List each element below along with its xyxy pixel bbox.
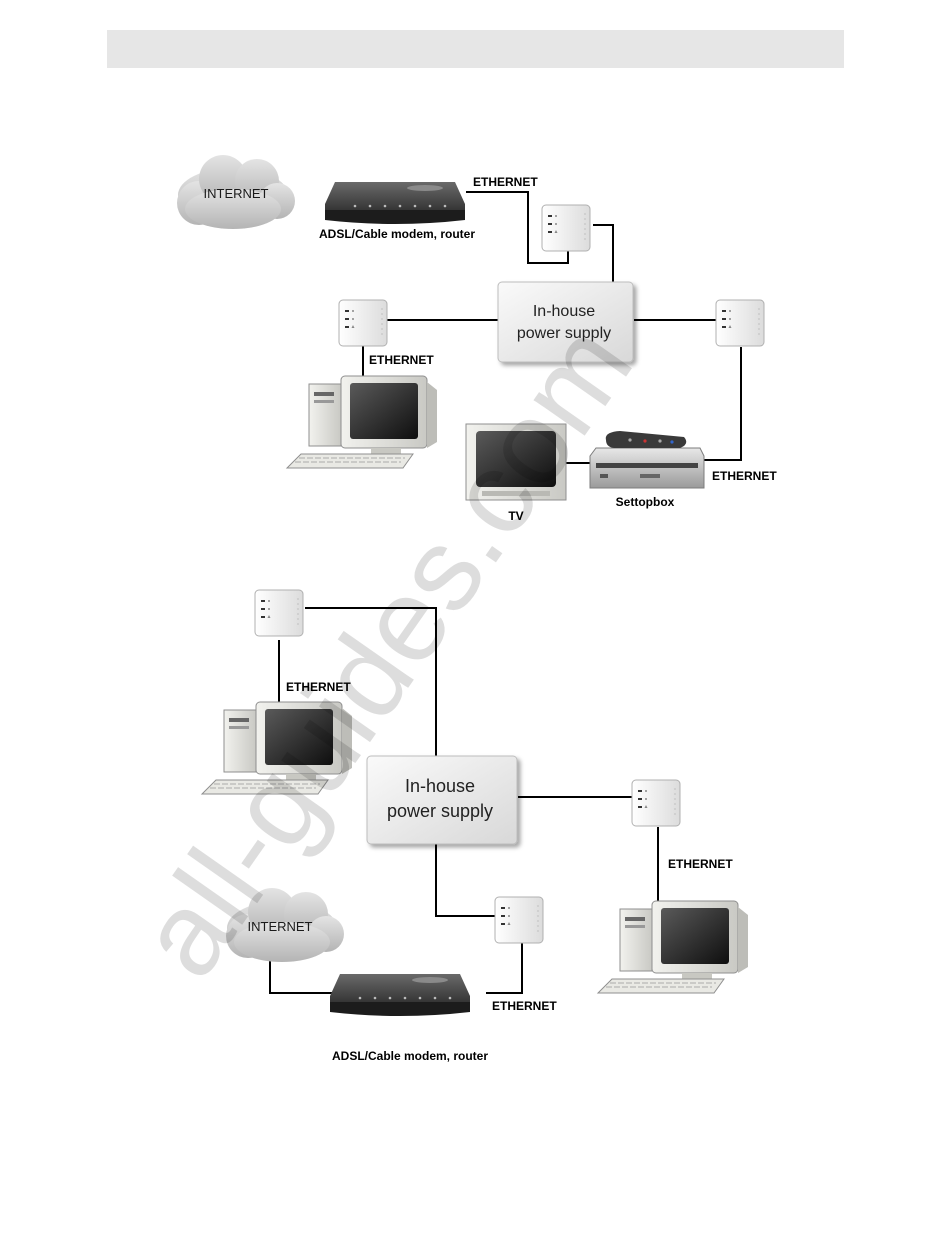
powerline-adapter-right-pc	[632, 780, 680, 826]
psu-box-2: In-house power supply	[367, 756, 517, 844]
powerline-adapter-left-pc	[255, 590, 303, 636]
cable-plug-to-psu	[593, 225, 613, 284]
powerline-adapter-modem-2	[495, 897, 543, 943]
modem-router	[325, 182, 465, 224]
cable-plug-to-stb	[704, 347, 741, 460]
internet-cloud: INTERNET	[177, 155, 295, 229]
psu2-label-line1: In-house	[405, 776, 475, 796]
cable-plug-to-modem	[486, 942, 522, 993]
settopbox-label: Settopbox	[616, 495, 675, 509]
ethernet-label-modem-2: ETHERNET	[492, 999, 557, 1013]
ethernet-label-pc: ETHERNET	[369, 353, 434, 367]
computer-right	[598, 901, 748, 993]
powerline-adapter-modem	[542, 205, 590, 251]
internet-label: INTERNET	[204, 186, 269, 201]
modem-router-2	[330, 974, 470, 1016]
ethernet-label-modem: ETHERNET	[473, 175, 538, 189]
modem-label: ADSL/Cable modem, router	[319, 227, 475, 241]
ethernet-label-stb: ETHERNET	[712, 469, 777, 483]
psu2-label-line2: power supply	[387, 801, 493, 821]
powerline-adapter-stb	[716, 300, 764, 346]
ethernet-label-right-pc: ETHERNET	[668, 857, 733, 871]
modem-label-2: ADSL/Cable modem, router	[332, 1049, 488, 1063]
cable-psu-to-modem-plug	[436, 843, 495, 916]
computer	[287, 376, 437, 468]
powerline-adapter-pc	[339, 300, 387, 346]
